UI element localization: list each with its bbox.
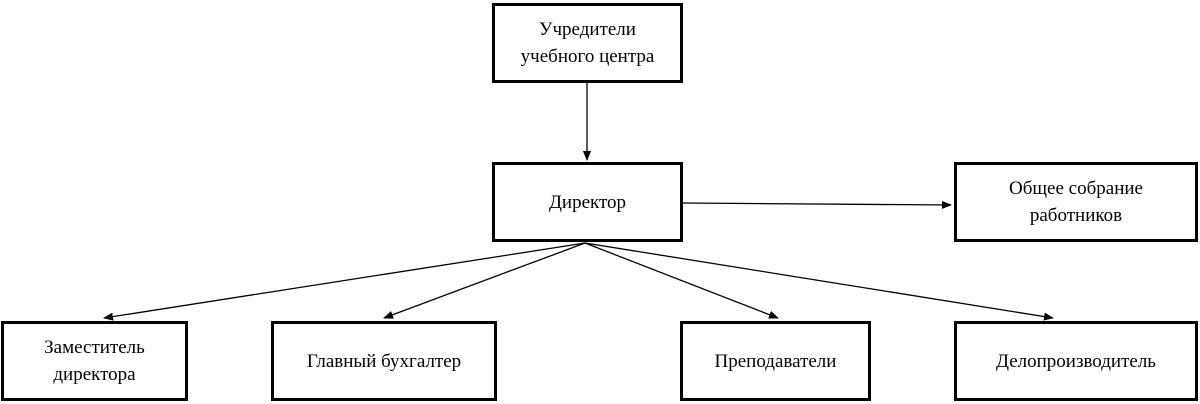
node-general-meeting-label: Общее собрание работников bbox=[1009, 178, 1143, 226]
node-teachers-label: Преподаватели bbox=[714, 350, 837, 372]
node-deputy-director-label: Заместитель директора bbox=[44, 337, 145, 385]
node-clerk-label: Делопроизводитель bbox=[996, 350, 1156, 372]
edge-director-general-meeting bbox=[682, 200, 952, 209]
node-general-meeting: Общее собрание работников bbox=[954, 162, 1198, 242]
node-chief-accountant-label: Главный бухгалтер bbox=[306, 350, 462, 372]
edge-director-clerk bbox=[584, 242, 1054, 321]
node-director-label: Директор bbox=[548, 191, 627, 213]
edge-director-deputy bbox=[103, 242, 586, 321]
node-teachers: Преподаватели bbox=[680, 321, 871, 401]
edge-director-chief-accountant bbox=[383, 242, 586, 319]
node-director: Директор bbox=[492, 162, 683, 242]
node-clerk: Делопроизводитель bbox=[954, 321, 1198, 401]
edge-director-teachers bbox=[584, 242, 779, 319]
node-deputy-director: Заместитель директора bbox=[1, 321, 188, 401]
node-chief-accountant: Главный бухгалтер bbox=[271, 321, 497, 401]
node-founders: Учредители учебного центра bbox=[492, 3, 683, 83]
node-founders-label: Учредители учебного центра bbox=[520, 19, 655, 67]
